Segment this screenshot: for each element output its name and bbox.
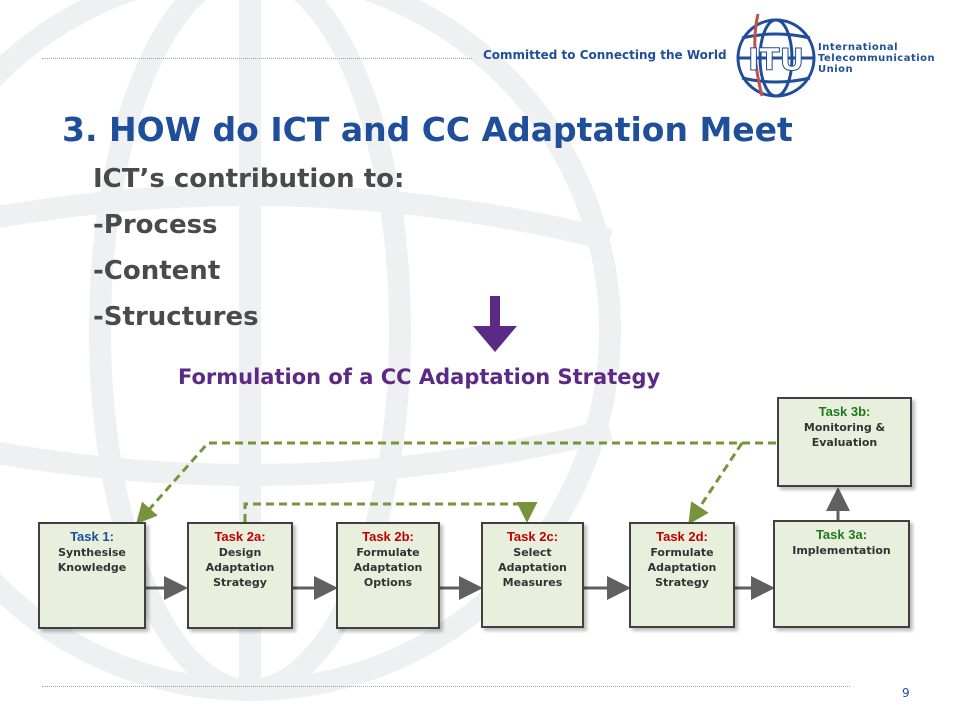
down-arrow-icon [473,296,517,352]
task-description: Synthesise Knowledge [57,546,127,574]
task-description: Select Adaptation Measures [498,546,567,589]
subheading: ICT’s contribution to: [93,164,405,194]
org-name-line: Telecommunication [818,53,936,64]
footer-divider [42,686,850,687]
task-box: Task 1: Synthesise Knowledge [38,522,146,629]
task-box: Task 2a: Design Adaptation Strategy [187,522,293,629]
task-label: Task 2a: [214,529,266,544]
header-divider [42,58,472,59]
feedback-loop [688,442,744,525]
task-box: Task 3b: Monitoring & Evaluation [777,397,912,487]
task-description: Formulate Adaptation Strategy [647,546,717,589]
org-name-line: International [818,42,899,53]
itu-logo-icon: ITU [736,13,816,98]
task-box: Task 2b: Formulate Adaptation Options [336,522,440,629]
org-name: International Telecommunication Union [818,42,935,75]
task-label: Task 2d: [656,529,708,544]
feedback-loop [243,502,538,523]
task-description: Monitoring & Evaluation [803,421,886,449]
task-box: Task 2c: Select Adaptation Measures [481,522,584,628]
task-label: Task 1: [70,529,114,544]
bullet-item: -Structures [93,302,259,332]
strategy-title: Formulation of a CC Adaptation Strategy [178,365,661,389]
task-box: Task 3a: Implementation [773,520,910,628]
feedback-loop [136,441,776,525]
svg-text:ITU: ITU [748,43,804,78]
bullet-item: -Content [93,256,221,286]
header-tagline: Committed to Connecting the World [483,48,727,62]
slide-title: 3. HOW do ICT and CC Adaptation Meet [62,110,793,149]
task-label: Task 3a: [815,527,868,542]
task-description: Formulate Adaptation Options [353,546,423,589]
org-name-line: Union [818,64,854,75]
task-label: Task 3b: [818,404,871,419]
page-number: 9 [902,686,910,700]
task-box: Task 2d: Formulate Adaptation Strategy [629,522,735,628]
task-description: Design Adaptation Strategy [205,546,275,589]
task-label: Task 2c: [506,529,559,544]
bullet-item: -Process [93,210,218,240]
task-description: Implementation [792,544,891,557]
task-label: Task 2b: [362,529,414,544]
